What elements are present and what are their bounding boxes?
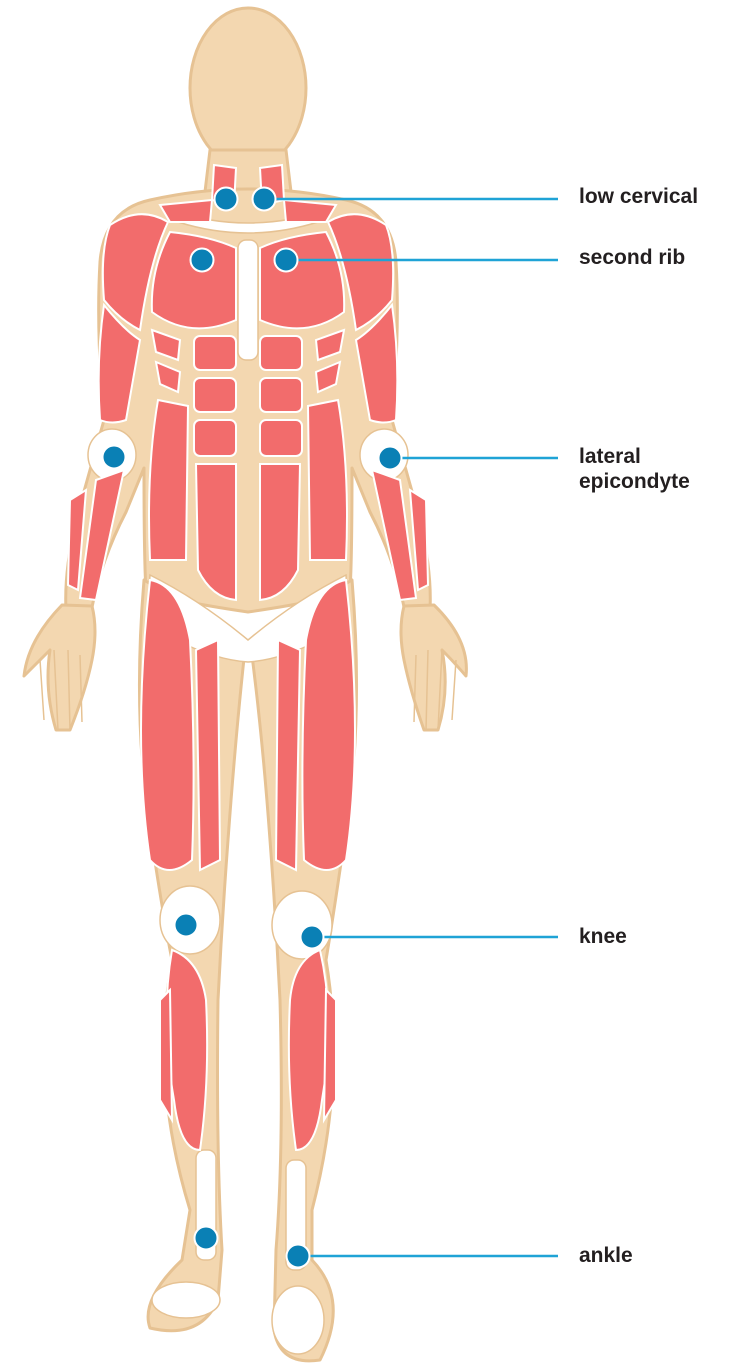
marker-lateral-epicondyte-left — [103, 446, 126, 469]
marker-ankle-right — [287, 1245, 310, 1268]
right-hand — [401, 605, 466, 730]
marker-knee-right — [301, 926, 324, 949]
left-hand — [24, 605, 95, 730]
marker-lateral-epicondyte-right — [379, 447, 402, 470]
marker-second-rib-left — [191, 249, 214, 272]
label-ankle: ankle — [579, 1243, 633, 1268]
head — [190, 8, 306, 168]
label-knee: knee — [579, 924, 627, 949]
label-second-rib: second rib — [579, 245, 685, 270]
marker-second-rib-right — [275, 249, 298, 272]
label-low-cervical: low cervical — [579, 184, 698, 209]
marker-low-cervical-right — [253, 188, 276, 211]
marker-knee-left — [175, 914, 198, 937]
body-silhouette — [24, 8, 466, 1361]
marker-ankle-left — [195, 1227, 218, 1250]
label-lateral-epicondyte: lateral epicondyte — [579, 444, 690, 494]
marker-low-cervical-left — [215, 188, 238, 211]
